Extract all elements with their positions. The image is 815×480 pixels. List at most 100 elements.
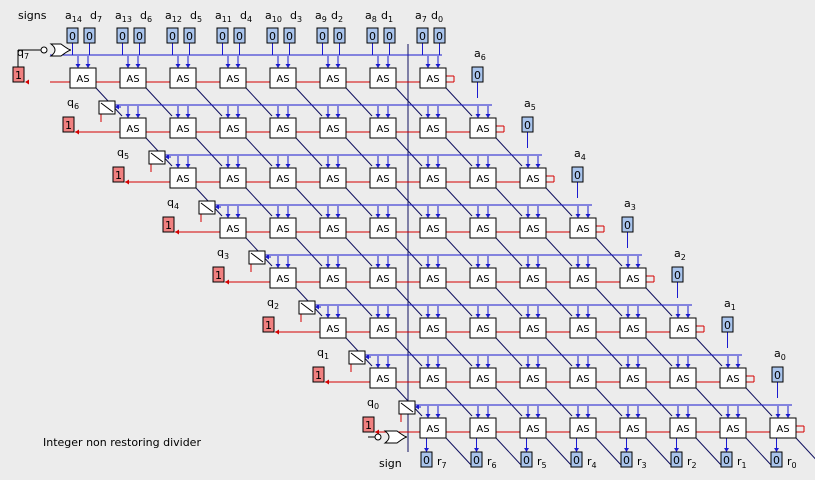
wire-arrow — [635, 364, 641, 368]
as-cell — [319, 267, 347, 289]
wire — [745, 387, 773, 417]
as-cell-label: AS — [576, 324, 589, 335]
as-cell — [269, 67, 297, 89]
as-cell-label: AS — [326, 124, 339, 135]
top-a-label: a14 — [65, 9, 82, 24]
quotient-value: 1 — [115, 169, 122, 182]
wire-arrow — [435, 64, 441, 68]
wire-arrow — [285, 264, 291, 268]
wire-arrow — [425, 314, 431, 318]
as-cell-label: AS — [726, 424, 739, 435]
wire — [200, 202, 214, 213]
side-a-value: 0 — [624, 219, 631, 232]
as-cell-label: AS — [526, 274, 539, 285]
as-cell — [369, 67, 397, 89]
wire-arrow — [625, 414, 631, 418]
as-cell — [369, 167, 397, 189]
as-cell-label: AS — [426, 74, 439, 85]
wire-arrow — [425, 364, 431, 368]
as-cell-label: AS — [376, 124, 389, 135]
wire — [545, 237, 573, 267]
as-cell-label: AS — [376, 374, 389, 385]
wire-arrow — [585, 264, 591, 268]
as-cell-label: AS — [476, 424, 489, 435]
top-d-value: 0 — [236, 30, 243, 43]
wire-arrow — [425, 214, 431, 218]
wire-arrow — [425, 114, 431, 118]
wire-arrow — [435, 114, 441, 118]
as-cell-label: AS — [776, 424, 789, 435]
wire-arrow — [625, 264, 631, 268]
as-cell-label: AS — [226, 224, 239, 235]
wire-arrow — [675, 414, 681, 418]
wire — [445, 337, 473, 367]
side-a-label: a4 — [574, 147, 586, 162]
wire-arrow — [235, 214, 241, 218]
top-d-label-sub: 3 — [297, 15, 302, 24]
wire — [495, 187, 523, 217]
wire-arrow — [385, 264, 391, 268]
as-cell-label: AS — [476, 274, 489, 285]
as-cell-label: AS — [276, 224, 289, 235]
as-cell — [469, 117, 497, 139]
as-cell-label: AS — [276, 124, 289, 135]
remainder-value-box — [570, 451, 583, 468]
wire-arrow — [25, 79, 29, 85]
top-d-label: d0 — [431, 9, 443, 24]
side-a-value: 0 — [724, 319, 731, 332]
as-cell — [219, 67, 247, 89]
wire-arrow — [735, 364, 741, 368]
as-cell — [469, 167, 497, 189]
as-cell — [569, 267, 597, 289]
wire — [595, 337, 623, 367]
wire-arrow — [435, 414, 441, 418]
wire-arrow — [435, 264, 441, 268]
as-cell-label: AS — [376, 324, 389, 335]
as-cell — [519, 317, 547, 339]
as-cell — [419, 267, 447, 289]
wire-arrow — [675, 314, 681, 318]
top-d-value-box — [183, 27, 196, 44]
wire — [645, 287, 673, 317]
wire-arrow — [225, 164, 231, 168]
top-a-label: a12 — [165, 9, 182, 24]
wire-arrow — [674, 448, 679, 452]
wire-arrow — [385, 314, 391, 318]
wire-arrow — [435, 364, 441, 368]
quotient-label-sub: 2 — [274, 302, 279, 311]
wire-arrow — [485, 114, 491, 118]
top-a-label-sub: 9 — [322, 15, 327, 24]
quotient-value-box — [62, 116, 75, 133]
as-cell — [369, 267, 397, 289]
wire — [545, 337, 573, 367]
as-cell-label: AS — [526, 424, 539, 435]
top-d-label: d7 — [90, 9, 102, 24]
side-a-label-main: a — [724, 297, 731, 310]
side-a-label-sub: 1 — [731, 303, 736, 312]
wire-arrow — [275, 164, 281, 168]
top-a-label: a10 — [265, 9, 282, 24]
remainder-label-sub: 5 — [542, 461, 547, 470]
side-a-label-sub: 2 — [681, 253, 686, 262]
quotient-label-sub: 6 — [74, 102, 79, 111]
side-a-label-main: a — [774, 347, 781, 360]
wire-arrow — [175, 114, 181, 118]
as-cell — [69, 67, 97, 89]
quotient-value-box — [312, 366, 325, 383]
as-cell — [419, 217, 447, 239]
as-cell-label: AS — [176, 124, 189, 135]
as-cell-label: AS — [426, 324, 439, 335]
top-d-value-box — [433, 27, 446, 44]
wire-arrow — [375, 214, 381, 218]
wire — [595, 237, 623, 267]
wire — [100, 102, 114, 113]
wire-arrow — [685, 364, 691, 368]
side-a-value: 0 — [524, 119, 531, 132]
wire-arrow — [425, 414, 431, 418]
as-cell-label: AS — [576, 374, 589, 385]
wire-arrow — [275, 214, 281, 218]
top-d-label-sub: 1 — [388, 15, 393, 24]
top-d-value-box — [233, 27, 246, 44]
